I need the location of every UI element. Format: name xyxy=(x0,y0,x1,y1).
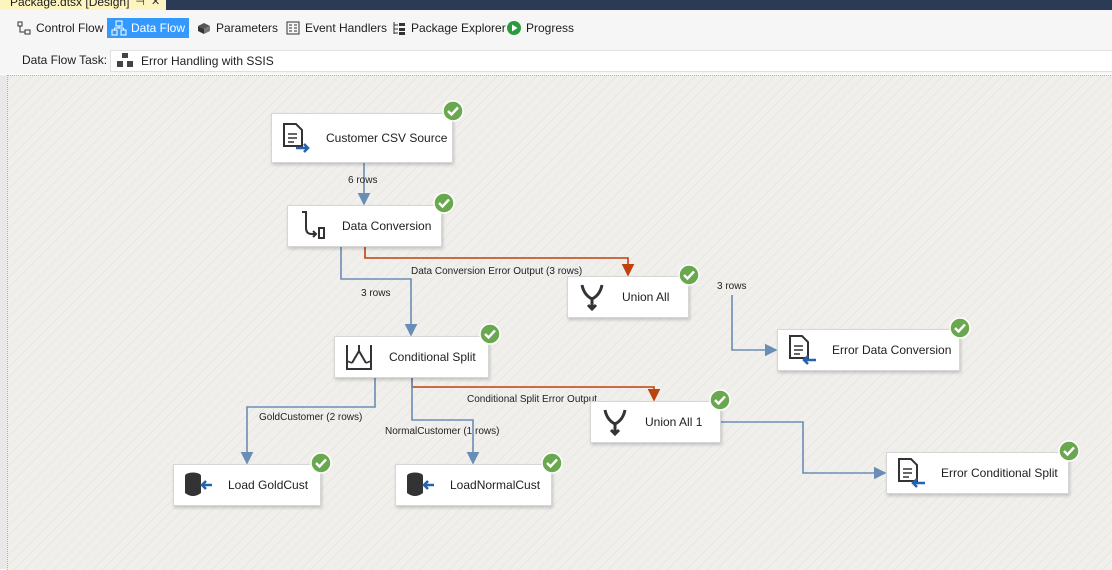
tab-progress[interactable]: Progress xyxy=(502,18,578,38)
path-unionall1-to-errsplit[interactable] xyxy=(720,421,887,480)
flat-file-source-icon xyxy=(283,123,310,153)
tab-parameters[interactable]: Parameters xyxy=(192,18,282,38)
parameters-icon xyxy=(196,20,212,36)
data-paths xyxy=(240,158,887,480)
node-error-conditional-split[interactable]: Error Conditional Split xyxy=(886,452,1069,494)
data-flow-task-icon xyxy=(117,52,133,70)
task-selector[interactable]: Error Handling with SSIS xyxy=(110,50,1112,72)
success-check-icon xyxy=(479,323,501,345)
path-conversion-to-split[interactable] xyxy=(340,246,418,337)
node-error-data-conversion[interactable]: Error Data Conversion xyxy=(777,329,960,371)
node-label: Union All xyxy=(622,290,670,304)
progress-icon xyxy=(506,20,522,36)
union-all-icon xyxy=(580,284,604,312)
tab-parameters-label: Parameters xyxy=(216,21,279,35)
node-label: Error Conditional Split xyxy=(941,466,1058,480)
task-selector-value: Error Handling with SSIS xyxy=(141,54,274,68)
node-label: LoadNormalCust xyxy=(450,478,541,492)
union-all-icon xyxy=(603,409,627,437)
control-flow-icon xyxy=(16,20,32,36)
flat-file-destination-icon xyxy=(898,458,925,488)
node-label: Customer CSV Source xyxy=(326,131,448,145)
document-tab-title: Package.dtsx [Design] xyxy=(10,0,130,9)
event-handlers-icon xyxy=(285,20,301,36)
path-conversion-error-to-unionall[interactable] xyxy=(364,246,635,277)
node-union-all-1[interactable]: Union All 1 xyxy=(590,401,721,443)
path-unionall-to-errdataconv[interactable] xyxy=(731,295,778,357)
tab-progress-label: Progress xyxy=(526,21,575,35)
success-check-icon xyxy=(541,452,563,474)
success-check-icon xyxy=(678,264,700,286)
success-check-icon xyxy=(433,192,455,214)
data-conversion-icon xyxy=(302,211,325,239)
db-destination-icon xyxy=(407,472,434,496)
node-load-normalcust[interactable]: LoadNormalCust xyxy=(395,464,552,506)
success-check-icon xyxy=(1058,440,1080,462)
tab-package-explorer[interactable]: Package Explorer xyxy=(387,18,510,38)
tab-event-handlers[interactable]: Event Handlers xyxy=(281,18,391,38)
designer-tab-bar: Control Flow Data Flow Parameters Event … xyxy=(0,10,1112,44)
db-destination-icon xyxy=(185,472,212,496)
success-check-icon xyxy=(949,317,971,339)
data-flow-icon xyxy=(111,20,127,36)
tab-package-explorer-label: Package Explorer xyxy=(411,21,506,35)
path-split-to-normalcust[interactable] xyxy=(411,377,480,465)
node-union-all[interactable]: Union All xyxy=(567,276,689,318)
tab-data-flow[interactable]: Data Flow xyxy=(107,18,190,38)
node-label: Union All 1 xyxy=(645,415,703,429)
package-explorer-icon xyxy=(391,20,407,36)
tab-control-flow-label: Control Flow xyxy=(36,21,104,35)
tab-data-flow-label: Data Flow xyxy=(131,21,186,35)
node-label: Conditional Split xyxy=(389,350,476,364)
path-label-3-rows-union: 3 rows xyxy=(717,281,747,292)
path-label-3-rows-split: 3 rows xyxy=(361,288,391,299)
path-label-conversion-error: Data Conversion Error Output (3 rows) xyxy=(411,266,583,277)
node-data-conversion[interactable]: Data Conversion xyxy=(287,205,442,247)
path-label-split-error: Conditional Split Error Output xyxy=(467,394,598,405)
conditional-split-icon xyxy=(346,345,372,370)
node-conditional-split[interactable]: Conditional Split xyxy=(334,336,489,378)
path-label-normalcustomer: NormalCustomer (1 rows) xyxy=(385,426,500,437)
task-bar: Data Flow Task: Error Handling with SSIS xyxy=(0,44,1112,74)
task-label: Data Flow Task: xyxy=(22,53,108,67)
pin-icon[interactable]: ⊣ xyxy=(135,0,145,8)
success-check-icon xyxy=(709,389,731,411)
document-tab[interactable]: Package.dtsx [Design] ⊣ ✕ xyxy=(0,0,167,10)
path-label-6-rows: 6 rows xyxy=(348,175,378,186)
success-check-icon xyxy=(442,100,464,122)
node-load-goldcust[interactable]: Load GoldCust xyxy=(173,464,321,506)
node-label: Error Data Conversion xyxy=(832,343,952,357)
tab-event-handlers-label: Event Handlers xyxy=(305,21,388,35)
close-icon[interactable]: ✕ xyxy=(151,0,161,8)
flat-file-destination-icon xyxy=(789,335,816,365)
success-check-icon xyxy=(310,452,332,474)
tab-control-flow[interactable]: Control Flow xyxy=(12,18,107,38)
path-split-to-goldcust[interactable] xyxy=(240,377,376,465)
data-flow-canvas[interactable]: 6 rows Data Conversion Error Output (3 r… xyxy=(7,75,1112,570)
path-label-goldcustomer: GoldCustomer (2 rows) xyxy=(259,412,363,423)
document-tab-strip: Package.dtsx [Design] ⊣ ✕ xyxy=(0,0,1112,10)
node-customer-csv-source[interactable]: Customer CSV Source xyxy=(271,113,453,163)
node-label: Load GoldCust xyxy=(228,478,309,492)
node-label: Data Conversion xyxy=(342,219,432,233)
